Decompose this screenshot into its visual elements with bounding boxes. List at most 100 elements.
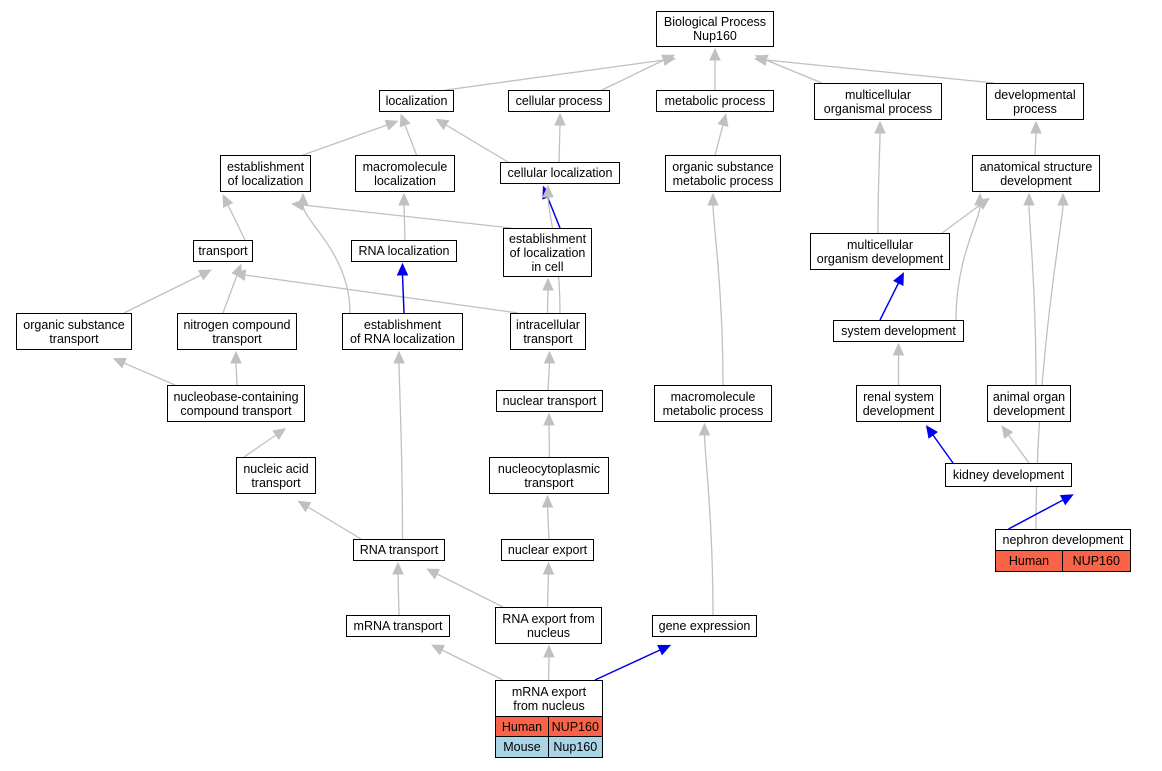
term-node-nitro[interactable]: nitrogen compound transport — [177, 313, 297, 350]
term-node-anat[interactable]: anatomical structure development — [972, 155, 1100, 192]
arrowhead-devproc-to-bio — [753, 54, 768, 66]
edge-sysdev-to-multidev — [879, 282, 900, 321]
edge-cellloc-to-cellproc — [558, 124, 561, 163]
edge-cellloc-to-loc — [445, 124, 509, 163]
nephron-human-species-cell: Human — [995, 549, 1063, 572]
edge-nuctrans-to-intracell — [547, 362, 551, 391]
term-node-estlocincell[interactable]: establishment of localization in cell — [503, 228, 592, 277]
term-node-orgsubtrans[interactable]: organic substance transport — [16, 313, 132, 350]
term-node-animalorgan[interactable]: animal organ development — [987, 385, 1071, 422]
edge-mrnaexport-to-mrnatrans — [441, 649, 504, 681]
arrowhead-rnaexport-to-nucexport — [542, 561, 555, 575]
edge-anat-to-devproc — [1034, 132, 1037, 156]
edge-rnaexport-to-rnatrans — [436, 573, 504, 608]
nephron-human-gene-cell: NUP160 — [1061, 549, 1131, 572]
edge-mrnaexport-to-geneexp — [594, 649, 661, 681]
term-node-geneexp[interactable]: gene expression — [652, 615, 757, 637]
term-node-bio[interactable]: Biological Process Nup160 — [656, 11, 774, 47]
arrowhead-rnatrans-to-estrnaloc — [393, 350, 405, 364]
arrowhead-estrnaloc-to-rnaloc — [396, 262, 409, 276]
term-node-loc[interactable]: localization — [379, 90, 454, 112]
edge-nucexport-to-nucleocyto — [546, 506, 550, 540]
term-node-macromet[interactable]: macromolecule metabolic process — [654, 385, 772, 422]
arrowhead-nucleobase-to-nitro — [230, 350, 242, 364]
edge-multidev-to-multiorg — [877, 132, 881, 234]
term-node-nephron[interactable]: nephron development — [995, 529, 1131, 551]
arrowhead-nephron-to-anat — [1057, 192, 1069, 206]
term-node-rnaexport[interactable]: RNA export from nucleus — [495, 607, 602, 644]
term-node-macroloc[interactable]: macromolecule localization — [355, 155, 455, 192]
term-node-kidney[interactable]: kidney development — [945, 463, 1072, 487]
edge-layer — [112, 47, 1074, 681]
edge-nitro-to-transport — [222, 274, 238, 314]
term-node-multidev[interactable]: multicellular organism development — [810, 233, 950, 270]
term-node-orgsubmet[interactable]: organic substance metabolic process — [665, 155, 781, 192]
edge-transport-to-estloc — [227, 204, 246, 241]
edge-devproc-to-bio — [765, 59, 995, 84]
term-node-nucexport[interactable]: nuclear export — [501, 539, 594, 561]
arrowhead-kidney-to-animalorgan — [1001, 425, 1014, 439]
edge-nucacid-to-nucleobase — [243, 434, 277, 458]
edge-intracell-to-transport — [244, 274, 519, 314]
term-node-transport[interactable]: transport — [193, 240, 253, 262]
term-node-estrnaloc[interactable]: establishment of RNA localization — [342, 313, 463, 350]
term-node-cellloc[interactable]: cellular localization — [500, 162, 620, 184]
term-node-estloc[interactable]: establishment of localization — [220, 155, 311, 192]
edge-multidev-to-anat — [941, 204, 981, 234]
term-node-rnaloc[interactable]: RNA localization — [351, 240, 457, 262]
mrnaexport-human-gene-cell: NUP160 — [547, 715, 603, 738]
arrowhead-cellproc-to-bio — [661, 54, 675, 66]
term-node-sysdev[interactable]: system development — [833, 320, 964, 342]
term-node-rnatrans[interactable]: RNA transport — [353, 539, 445, 561]
edge-nucleocyto-to-nuctrans — [548, 424, 551, 458]
arrowhead-anat-to-devproc — [1030, 120, 1042, 134]
arrowhead-macroloc-to-loc — [399, 113, 411, 128]
edge-estlocincell-to-estloc — [302, 204, 512, 229]
arrowhead-nucexport-to-nucleocyto — [541, 494, 554, 508]
term-node-multiorg[interactable]: multicellular organismal process — [814, 83, 942, 120]
edge-orgsubmet-to-metab — [714, 124, 724, 156]
edge-geneexp-to-macromet — [703, 434, 714, 616]
arrowhead-estrnaloc-to-estloc — [297, 192, 309, 206]
term-node-cellproc[interactable]: cellular process — [508, 90, 610, 112]
arrowhead-intracell-to-estlocincell — [542, 277, 554, 291]
arrowhead-nucleobase-to-orgsubtrans — [112, 357, 127, 369]
term-node-devproc[interactable]: developmental process — [986, 83, 1084, 120]
arrowhead-rnaloc-to-macroloc — [398, 192, 410, 206]
edge-nucleobase-to-nitro — [235, 362, 238, 386]
arrowhead-orgsubtrans-to-transport — [198, 269, 212, 281]
term-node-mrnatrans[interactable]: mRNA transport — [346, 615, 450, 637]
arrowhead-transport-to-estloc — [222, 194, 234, 208]
mrnaexport-mouse-species-cell: Mouse — [495, 736, 549, 759]
arrowhead-mrnatrans-to-rnatrans — [392, 561, 404, 575]
arrowhead-rnatrans-to-nucacid — [297, 500, 312, 513]
term-node-nuctrans[interactable]: nuclear transport — [496, 390, 603, 412]
term-node-nucleobase[interactable]: nucleobase-containing compound transport — [167, 385, 305, 422]
term-node-intracell[interactable]: intracellular transport — [510, 313, 586, 350]
edge-sysdev-to-anat — [955, 204, 981, 321]
edge-estrnaloc-to-rnaloc — [401, 274, 405, 314]
edge-animalorgan-to-anat — [1028, 204, 1037, 386]
edge-estrnaloc-to-estloc — [302, 204, 351, 314]
term-node-nucacid[interactable]: nucleic acid transport — [236, 457, 316, 494]
edge-nucleobase-to-orgsubtrans — [123, 362, 176, 386]
mrnaexport-mouse-gene-cell: Nup160 — [547, 736, 603, 759]
term-node-metab[interactable]: metabolic process — [656, 90, 774, 112]
arrowhead-orgsubmet-to-metab — [717, 113, 729, 127]
edge-intracell-to-estlocincell — [546, 289, 549, 314]
term-node-renal[interactable]: renal system development — [856, 385, 941, 422]
edge-cellproc-to-bio — [601, 59, 665, 91]
edge-nephron-to-kidney — [1008, 499, 1064, 530]
edge-rnaexport-to-nucexport — [546, 573, 550, 608]
term-node-mrnaexport[interactable]: mRNA export from nucleus — [495, 680, 603, 717]
arrowhead-renal-to-sysdev — [892, 342, 905, 356]
term-node-nucleocyto[interactable]: nucleocytoplasmic transport — [489, 457, 609, 494]
arrowhead-nephron-to-kidney — [1059, 494, 1074, 506]
arrowhead-macromet-to-orgsubmet — [707, 192, 719, 206]
arrowhead-cellloc-to-loc — [435, 118, 450, 131]
edge-loc-to-bio — [445, 59, 665, 91]
arrowhead-sysdev-to-multidev — [893, 272, 904, 286]
edge-kidney-to-animalorgan — [1007, 434, 1030, 464]
edge-rnaloc-to-macroloc — [403, 204, 406, 241]
